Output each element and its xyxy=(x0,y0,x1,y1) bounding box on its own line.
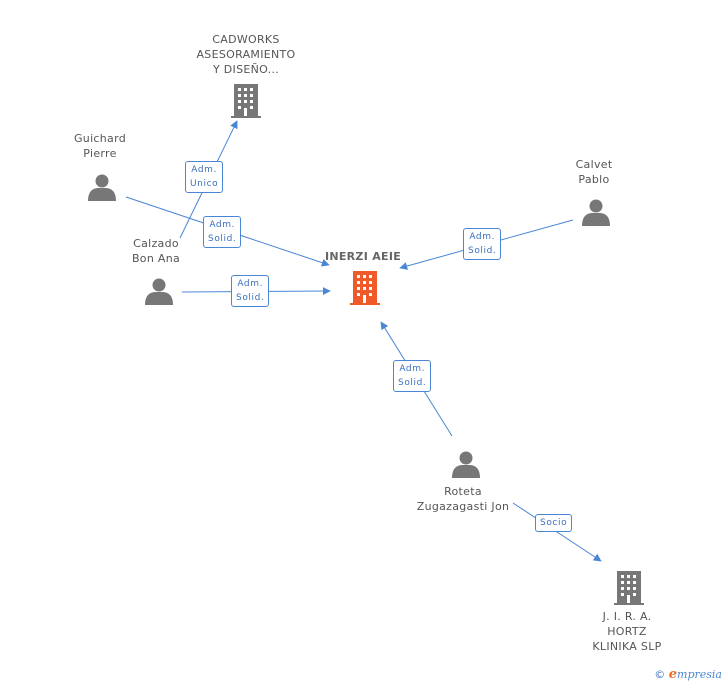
calvet-label[interactable]: Calvet Pablo xyxy=(575,158,613,186)
cadworks-label[interactable]: CADWORKS ASESORAMIENTO Y DISEÑO... xyxy=(196,33,296,76)
inerzi-building-icon[interactable] xyxy=(350,271,380,305)
jira-building-icon[interactable] xyxy=(614,571,644,605)
jira-label[interactable]: J. I. R. A. HORTZ KLINIKA SLP xyxy=(592,610,662,653)
guichard-person-icon[interactable] xyxy=(88,174,116,202)
cadworks-building-icon[interactable] xyxy=(231,84,261,118)
calzado-label[interactable]: Calzado Bon Ana xyxy=(131,237,181,265)
edge-roteta-jira xyxy=(512,502,602,562)
calzado-person-icon[interactable] xyxy=(145,278,173,306)
copyright-icon: © xyxy=(654,668,666,681)
calvet-person-icon[interactable] xyxy=(582,199,610,227)
brand-logo-initial: e xyxy=(668,667,678,682)
edge-label-guichard-inerzi: Adm. Solid. xyxy=(203,216,242,248)
edge-label-roteta-inerzi: Adm. Solid. xyxy=(393,360,432,392)
edge-label-calvet-inerzi: Adm. Solid. xyxy=(463,228,502,260)
edge-label-calzado-cadworks: Adm. Unico xyxy=(185,161,224,193)
inerzi-label[interactable]: INERZI AEIE xyxy=(324,250,402,263)
roteta-label[interactable]: Roteta Zugazagasti Jon xyxy=(416,485,510,513)
roteta-person-icon[interactable] xyxy=(452,451,480,479)
brand-footer[interactable]: © empresia xyxy=(654,667,722,682)
brand-logo-text: mpresia xyxy=(677,668,722,681)
edge-label-calzado-inerzi: Adm. Solid. xyxy=(231,275,270,307)
edge-label-roteta-jira: Socio xyxy=(535,514,573,532)
guichard-label[interactable]: Guichard Pierre xyxy=(73,132,127,160)
